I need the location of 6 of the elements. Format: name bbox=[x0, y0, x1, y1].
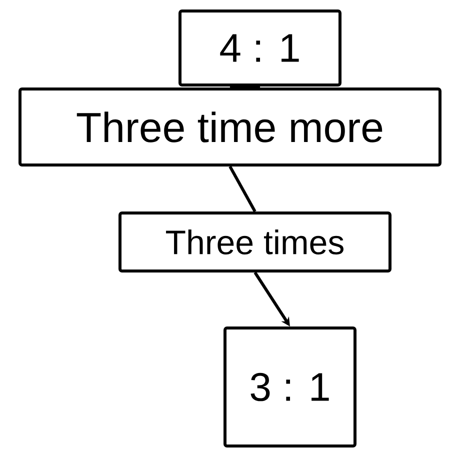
connector-line bbox=[228, 166, 256, 212]
connector-line bbox=[230, 85, 260, 89]
text-box: Three time more bbox=[18, 88, 442, 166]
text-box: 3 : 1 bbox=[224, 326, 356, 448]
text-box: Three times bbox=[118, 212, 392, 272]
text-box: 4 : 1 bbox=[178, 10, 342, 86]
